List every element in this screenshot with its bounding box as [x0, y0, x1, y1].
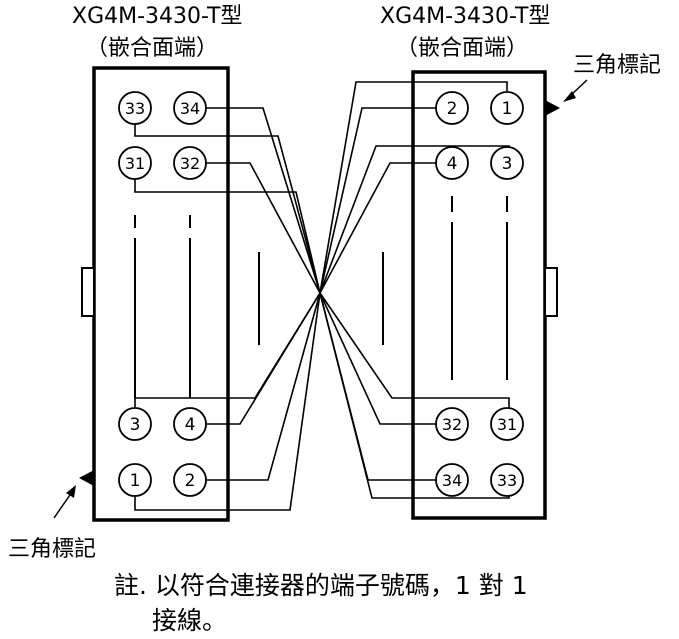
- right-pin-label: 2: [447, 99, 458, 119]
- pin-continuation-lines: [134, 196, 508, 398]
- left-connector-body: [92, 66, 230, 522]
- left-pin-circle: [118, 91, 152, 125]
- right-triangle-mark-icon: [545, 100, 560, 116]
- left-triangle-mark-icon: [79, 470, 94, 486]
- note-line-2: 接線。: [152, 606, 228, 635]
- right-pin-label: 34: [442, 471, 462, 490]
- wire-bundle: [134, 81, 510, 511]
- left-pin-label: 34: [180, 99, 200, 118]
- right-connector-body: [411, 70, 547, 520]
- right-pin-label: 32: [442, 415, 462, 434]
- right-pin-circle: [490, 91, 524, 125]
- right-pin-circle: [435, 463, 469, 497]
- left-pin-label: 32: [180, 154, 200, 173]
- right-connector-model: XG4M-3430-T型: [380, 4, 551, 29]
- wire-pin-1: [134, 81, 508, 511]
- left-pin-circle: [173, 407, 207, 441]
- left-pin-label: 3: [130, 415, 141, 435]
- right-pin-circles: 2 1 4 3 32 31 34 33: [435, 91, 524, 497]
- wire-pin-4: [206, 162, 438, 425]
- right-pin-circle: [490, 146, 524, 180]
- bundle-continuation-lines: [258, 252, 384, 345]
- right-triangle-mark-label: 三角標記: [573, 53, 662, 78]
- right-pin-circle: [435, 407, 469, 441]
- right-pin-label: 1: [502, 99, 513, 119]
- left-pin-label: 4: [185, 415, 196, 435]
- note-line-1: 註. 以符合連接器的端子號碼，1 對 1: [114, 571, 528, 600]
- right-pin-label: 31: [497, 415, 517, 434]
- right-pin-label: 4: [447, 154, 458, 174]
- right-pin-circle: [435, 146, 469, 180]
- right-pin-circle: [490, 463, 524, 497]
- right-pin-label: 33: [497, 471, 517, 490]
- left-triangle-mark-label: 三角標記: [8, 537, 97, 562]
- right-pin-label: 3: [502, 154, 513, 174]
- wire-pin-32: [206, 162, 438, 425]
- left-pin-circle: [118, 463, 152, 497]
- left-pin-circle: [118, 146, 152, 180]
- right-mark-leader-arrow: [563, 79, 588, 102]
- left-pin-label: 2: [185, 471, 196, 491]
- left-pin-label: 33: [125, 99, 145, 118]
- left-connector-model: XG4M-3430-T型: [72, 4, 243, 29]
- left-pin-label: 31: [125, 154, 145, 173]
- left-pin-label: 1: [130, 471, 141, 491]
- right-pin-circle: [490, 407, 524, 441]
- left-pin-circle: [173, 463, 207, 497]
- left-pin-circle: [173, 146, 207, 180]
- left-mark-leader-arrow: [53, 485, 76, 519]
- left-pin-circle: [118, 407, 152, 441]
- right-connector-latch: [544, 267, 558, 317]
- right-pin-circle: [435, 91, 469, 125]
- right-connector-face-label: （嵌合面端）: [396, 36, 529, 61]
- left-connector-latch: [81, 267, 95, 317]
- left-pin-circle: [173, 91, 207, 125]
- left-connector-face-label: （嵌合面端）: [86, 36, 219, 61]
